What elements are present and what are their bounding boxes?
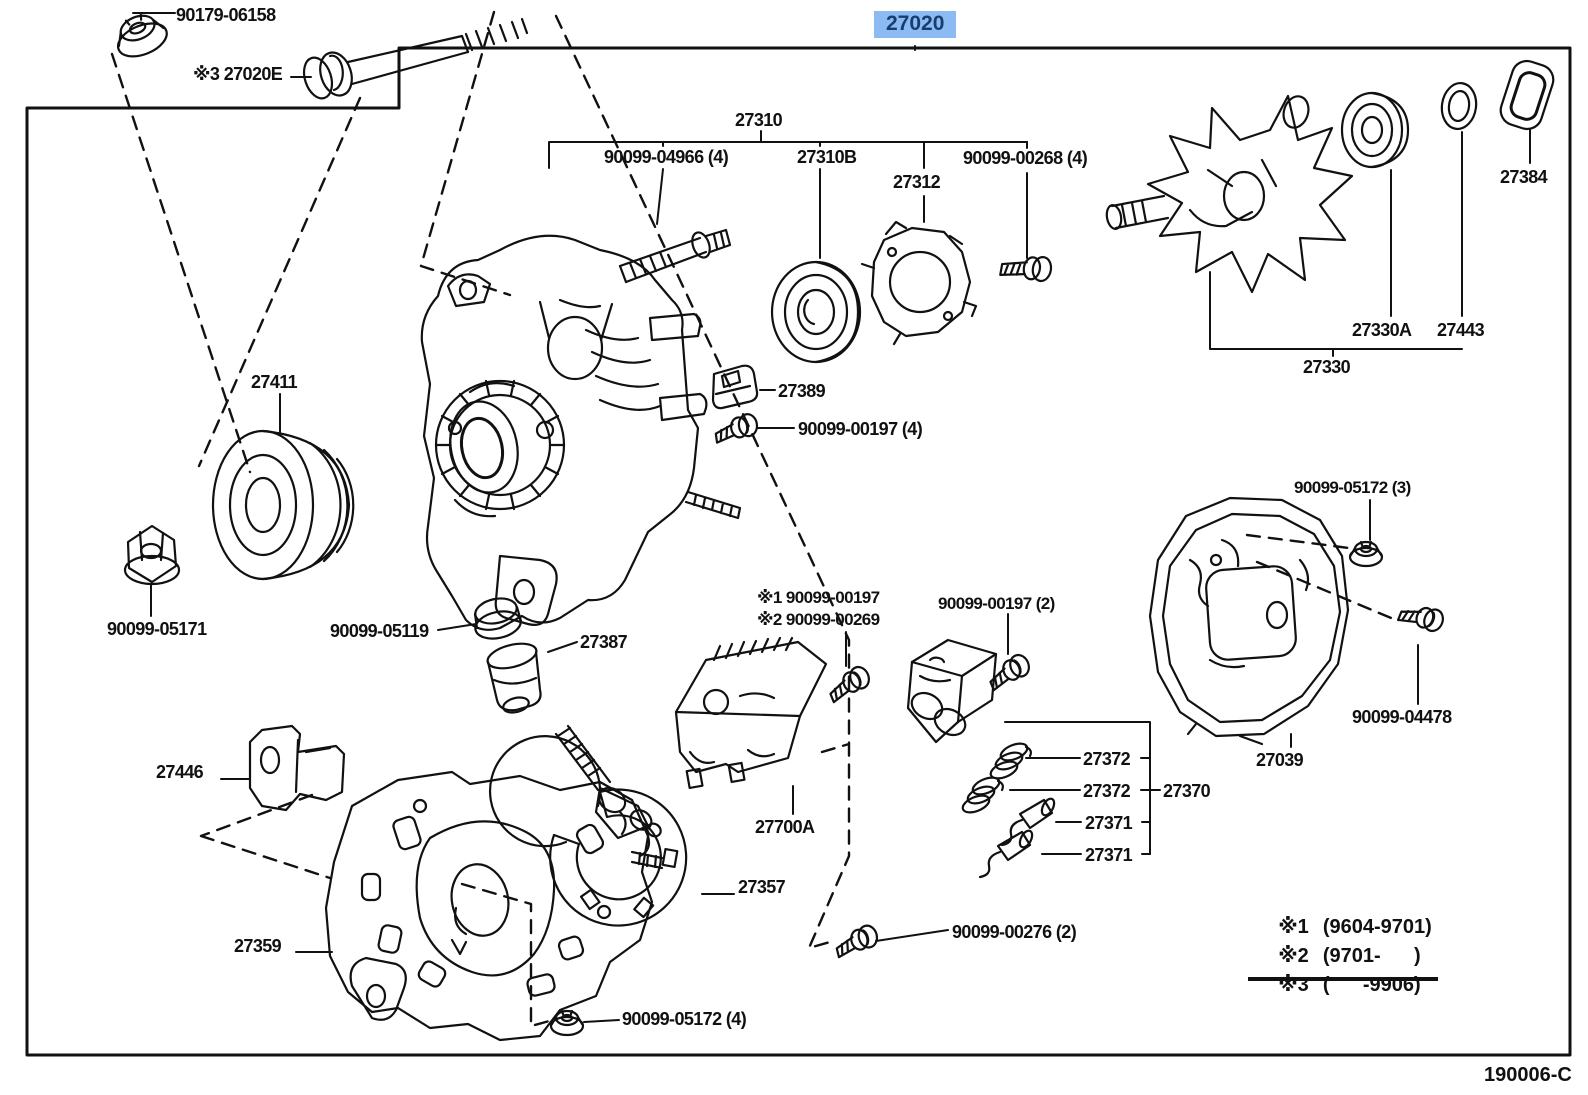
part-label-90099-00197-4[interactable]: 90099-00197 (4) (798, 419, 923, 439)
legend-range-1: (9604-9701) (1322, 916, 1432, 938)
selected-part-label-27020[interactable]: 27020 (874, 11, 957, 38)
part-label-27020e[interactable]: ※3 27020E (193, 64, 283, 84)
part-label-27310b[interactable]: 27310B (797, 147, 857, 167)
part-label-27371-b[interactable]: 27371 (1085, 845, 1133, 865)
screw-90099-00276-drawing (832, 922, 881, 959)
bracket-27446-drawing (250, 726, 344, 810)
front-housing-27359-drawing (326, 772, 662, 1040)
brush-27371-b-drawing (978, 827, 1036, 879)
screw-90099-00197-2-drawing (983, 651, 1034, 692)
nut-90179-06158-drawing (110, 8, 172, 63)
cover-27384-drawing (1497, 57, 1557, 133)
insulator-27387-drawing (485, 639, 540, 715)
legend-mark-1: ※1 (1278, 916, 1309, 938)
part-label-90099-00268[interactable]: 90099-00268 (4) (963, 148, 1088, 168)
alternator-assembly-drawing (422, 236, 740, 630)
part-label-90099-04966[interactable]: 90099-04966 (4) (604, 147, 729, 167)
legend-row-1: ※1 (9604-9701) (1256, 891, 1432, 962)
part-label-27310[interactable]: 27310 (735, 110, 783, 130)
part-label-27446[interactable]: 27446 (156, 762, 204, 782)
part-label-90099-05119[interactable]: 90099-05119 (330, 621, 429, 641)
brush-holder-drawing (907, 640, 996, 742)
bolt-90099-00268-drawing (1000, 250, 1053, 283)
spring-27372-b-drawing (959, 773, 1005, 817)
part-label-x1-90099-00197[interactable]: ※1 90099-00197 (757, 588, 880, 607)
legend-mark-2: ※2 (1278, 945, 1309, 967)
part-label-27384[interactable]: 27384 (1500, 167, 1548, 187)
legend-range-2: (9701- ) (1322, 945, 1421, 967)
part-label-27312[interactable]: 27312 (893, 172, 941, 192)
legend-row-3: ※3( -9906) (1256, 949, 1420, 1020)
retainer-27312-drawing (862, 222, 976, 344)
legend-underline (1248, 977, 1438, 981)
part-label-27700a[interactable]: 27700A (755, 817, 815, 837)
part-label-27357[interactable]: 27357 (738, 877, 786, 897)
part-label-90099-05172-4[interactable]: 90099-05172 (4) (622, 1009, 747, 1029)
figure-code: 190006-C (1484, 1064, 1572, 1086)
part-label-90099-00276[interactable]: 90099-00276 (2) (952, 922, 1077, 942)
part-label-90099-05171[interactable]: 90099-05171 (107, 619, 207, 639)
part-label-90099-04478[interactable]: 90099-04478 (1352, 707, 1452, 727)
pulley-27411-drawing (213, 431, 353, 579)
part-label-90099-00197-2[interactable]: 90099-00197 (2) (938, 594, 1055, 613)
bearing-27330a-drawing (1342, 93, 1408, 167)
dashed-construction-lines (112, 12, 1396, 1026)
collar-90099-05119-drawing (473, 595, 523, 643)
part-label-90099-05172-3[interactable]: 90099-05172 (3) (1294, 478, 1411, 497)
part-label-27330a[interactable]: 27330A (1352, 320, 1412, 340)
bolt-27020e-drawing (299, 19, 527, 102)
part-label-27371-a[interactable]: 27371 (1085, 813, 1133, 833)
stud-90099-04966-drawing (620, 230, 730, 282)
part-label-27389[interactable]: 27389 (778, 381, 826, 401)
diagram-border (27, 48, 1570, 1055)
nut-90099-05171-drawing (125, 526, 179, 584)
bearing-27310b-drawing (772, 262, 860, 362)
rotor-27330-drawing (1105, 93, 1352, 292)
rear-cover-27039-drawing (1150, 498, 1348, 744)
screw-90099-04478-drawing (1396, 596, 1448, 637)
part-label-27039[interactable]: 27039 (1256, 750, 1304, 770)
nut-90099-05172-3-drawing (1348, 540, 1384, 568)
connector-27389-drawing (713, 366, 757, 408)
part-label-27372-b[interactable]: 27372 (1083, 781, 1131, 801)
ring-27443-drawing (1439, 81, 1479, 131)
part-label-90179-06158[interactable]: 90179-06158 (176, 5, 276, 25)
part-label-27443[interactable]: 27443 (1437, 320, 1485, 340)
part-label-x2-90099-00269[interactable]: ※2 90099-00269 (757, 610, 880, 629)
screw-90099-00197-4-drawing (712, 411, 760, 444)
legend-row-2: ※2 (9701- ) (1256, 920, 1421, 991)
part-label-27330[interactable]: 27330 (1303, 357, 1351, 377)
legend-mark-3: ※3 (1278, 974, 1309, 996)
part-label-27387[interactable]: 27387 (580, 632, 628, 652)
part-label-27359[interactable]: 27359 (234, 936, 282, 956)
leader-lines (133, 13, 1530, 1022)
part-label-27370[interactable]: 27370 (1163, 781, 1211, 801)
part-label-27372-a[interactable]: 27372 (1083, 749, 1131, 769)
part-label-27411[interactable]: 27411 (251, 372, 298, 392)
regulator-27700a-drawing (676, 638, 826, 788)
spring-27372-a-drawing (987, 739, 1033, 783)
